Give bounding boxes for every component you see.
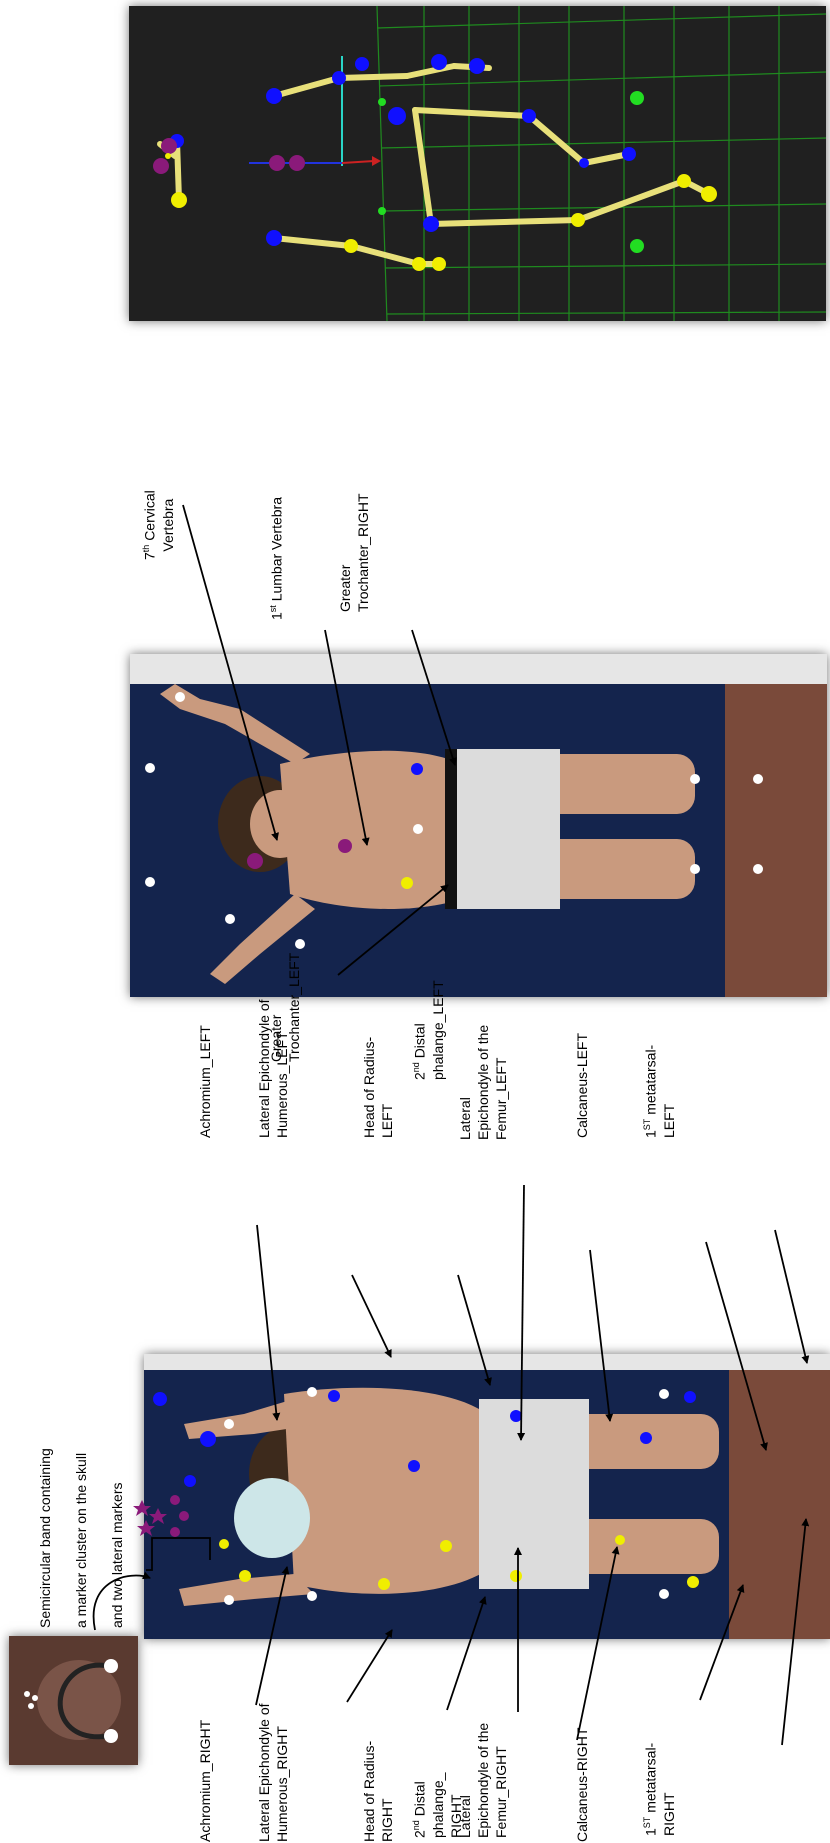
- label-lat-epicondyle-humerus-right: Lateral Epichondyle of Humerous_RIGHT: [255, 1703, 291, 1842]
- head-band-note-line-2: a marker cluster on the skull: [73, 1453, 89, 1628]
- label-head-radius-right: Head of Radius- RIGHT: [360, 1741, 396, 1842]
- metatarsal-right-num: 1: [643, 1828, 659, 1836]
- label-lat-epicondyle-femur-right: Lateral Epichondyle of the Femur_RIGHT: [456, 1723, 510, 1838]
- front-view-photo: [144, 1354, 830, 1639]
- label-head-radius-left: Head of Radius- LEFT: [360, 1037, 396, 1138]
- floor-grid: [377, 6, 826, 321]
- arrow-humerus-right: [347, 1630, 392, 1702]
- distal-left-sup: nd: [411, 1062, 421, 1072]
- back-shorts: [450, 749, 560, 909]
- distal-right-num: 2: [412, 1830, 428, 1838]
- back-view-illustration: [130, 654, 827, 997]
- skeleton-model-panel: [129, 6, 826, 321]
- lumbar-sup: st: [268, 605, 278, 612]
- markers: [153, 54, 717, 271]
- cervical-text: Cervical Vertebra: [142, 490, 176, 551]
- lumbar-num: 1: [269, 612, 285, 620]
- skeleton-model: [129, 6, 826, 321]
- head-band-note: Semicircular band containing a marker cl…: [18, 1448, 126, 1628]
- label-metatarsal-right: 1ST metatarsal- RIGHT: [638, 1743, 678, 1836]
- arrow-metatarsal-left: [775, 1230, 807, 1363]
- axis-gizmo: [249, 56, 381, 166]
- front-shorts: [479, 1399, 589, 1589]
- bones: [160, 66, 709, 264]
- label-calcaneus-left: Calcaneus-LEFT: [573, 1033, 591, 1138]
- head-band-note-line-3: and two lateral markers: [109, 1482, 125, 1628]
- distal-right-sup: nd: [411, 1820, 421, 1830]
- metatarsal-right-sup: ST: [642, 1817, 652, 1829]
- cervical-sup: th: [141, 545, 151, 553]
- label-distal-phalange-left: 2nd Distal phalange_LEFT: [407, 980, 447, 1080]
- label-greater-trochanter-left: Greater Trochanter_LEFT: [267, 953, 303, 1062]
- label-lat-epicondyle-femur-left: Lateral Epichondyle of the Femur_LEFT: [456, 1025, 510, 1140]
- metatarsal-left-sup: ST: [642, 1119, 652, 1131]
- label-cervical-vertebra: 7th Cervical Vertebra: [137, 490, 177, 560]
- head-band-note-line-1: Semicircular band containing: [37, 1448, 53, 1628]
- cervical-num: 7: [142, 552, 158, 560]
- label-calcaneus-right: Calcaneus-RIGHT: [573, 1728, 591, 1842]
- label-achromium-right: Achromium_RIGHT: [196, 1720, 214, 1842]
- label-greater-trochanter-right: Greater Trochanter_RIGHT: [336, 493, 372, 612]
- face-mask: [234, 1478, 310, 1558]
- back-view-photo: [130, 654, 827, 997]
- label-lumbar-vertebra: 1st Lumbar Vertebra: [264, 497, 286, 620]
- lumbar-text: Lumbar Vertebra: [269, 497, 285, 605]
- head-band-illustration: [9, 1636, 138, 1765]
- metatarsal-left-num: 1: [643, 1130, 659, 1138]
- distal-left-num: 2: [412, 1072, 428, 1080]
- arrow-humerus-left: [352, 1275, 391, 1357]
- label-achromium-left: Achromium_LEFT: [196, 1025, 214, 1138]
- front-view-illustration: [144, 1354, 830, 1639]
- head-band-closeup: [9, 1636, 138, 1765]
- label-metatarsal-left: 1ST metatarsal- LEFT: [638, 1045, 678, 1138]
